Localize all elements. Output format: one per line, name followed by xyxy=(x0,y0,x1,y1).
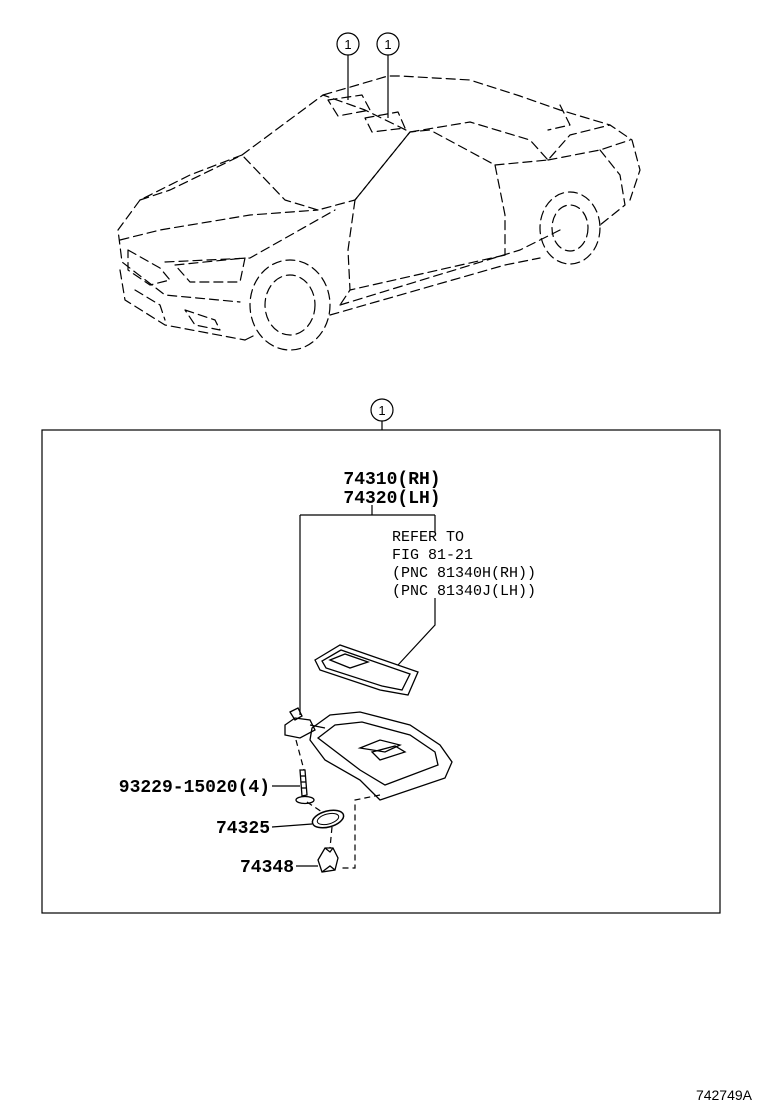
callout-circle-box: 1 xyxy=(370,398,394,422)
refer-line-1: REFER TO xyxy=(392,529,464,546)
screw-drawing xyxy=(295,769,315,805)
callout-circle-top-right: 1 xyxy=(376,32,400,56)
refer-line-2: FIG 81-21 xyxy=(392,547,473,564)
callout-number: 1 xyxy=(378,403,385,418)
cover-drawing xyxy=(311,809,345,829)
holder-part-number: 74348 xyxy=(240,858,294,878)
callout-circle-top-left: 1 xyxy=(336,32,360,56)
part-number-lh: 74320(LH) xyxy=(343,489,440,509)
vanity-mirror-drawing xyxy=(314,644,419,696)
part-number-rh: 74310(RH) xyxy=(343,470,440,490)
callout-number: 1 xyxy=(384,37,391,52)
car-illustration xyxy=(117,75,641,351)
holder-drawing xyxy=(317,847,339,873)
refer-line-3: (PNC 81340H(RH)) xyxy=(392,565,536,582)
cover-part-number: 74325 xyxy=(216,819,270,839)
screw-part-number: 93229-15020(4) xyxy=(119,778,270,798)
sun-visor-drawing xyxy=(284,707,453,801)
detail-frame xyxy=(41,429,721,914)
callout-number: 1 xyxy=(344,37,351,52)
figure-id: 742749A xyxy=(696,1087,753,1103)
refer-line-4: (PNC 81340J(LH)) xyxy=(392,583,536,600)
